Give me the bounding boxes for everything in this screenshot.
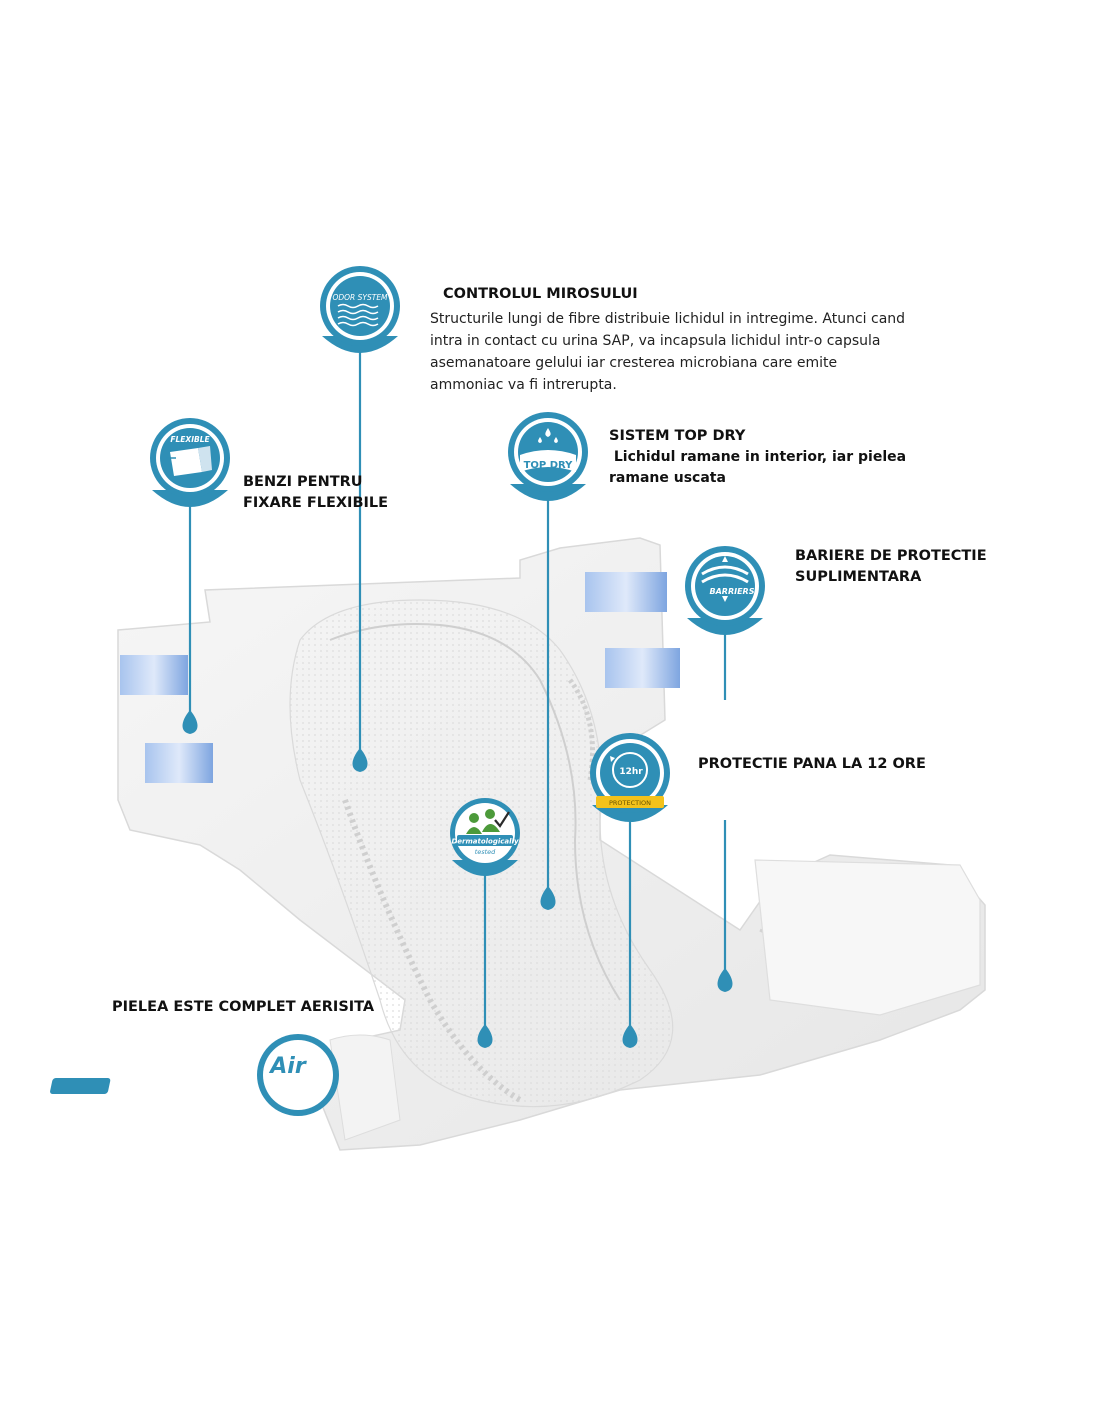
flexible-title-line: BENZI PENTRU xyxy=(243,474,363,490)
topdry-title: SISTEM TOP DRY xyxy=(609,428,746,444)
top-dry-icon: TOP DRY xyxy=(508,412,588,501)
odor-description: Structurile lungi de fibre distribuie li… xyxy=(430,308,905,396)
left-tab-stripe-lower xyxy=(145,743,213,783)
barriers-pin xyxy=(717,968,733,992)
derma-icon-text-2: tested xyxy=(475,848,496,856)
plus-icon-text: Plus xyxy=(296,1080,325,1094)
odor-icon-text: ODOR SYSTEM xyxy=(332,293,388,302)
clock-12h-icon: 12hr PROTECTION xyxy=(590,733,670,822)
dermatologically-tested-icon: Dermatologically tested xyxy=(450,798,520,876)
left-tab-stripe-upper xyxy=(120,655,188,695)
protection-pin xyxy=(622,1024,638,1048)
barriers-title-line: SUPLIMENTARA xyxy=(795,569,922,585)
flexible-title: BENZI PENTRU FIXARE FLEXIBILE xyxy=(243,472,388,514)
topdry-pin xyxy=(540,886,556,910)
right-tab-stripe-upper xyxy=(585,572,667,612)
flexible-pin xyxy=(182,710,198,734)
right-tab-stripe-lower xyxy=(605,648,680,688)
derma-pin xyxy=(477,1024,493,1048)
protection-title: PROTECTIE PANA LA 12 ORE xyxy=(698,756,926,772)
air-title: PIELEA ESTE COMPLET AERISITA xyxy=(112,999,375,1015)
barriers-title: BARIERE DE PROTECTIE SUPLIMENTARA xyxy=(795,546,987,588)
air-icon-text: Air xyxy=(268,1054,307,1079)
flexible-title-line: FIXARE FLEXIBILE xyxy=(243,495,389,511)
topdry-description: Lichidul ramane in interior, iar pielea … xyxy=(609,447,906,489)
odor-description-line: asemanatoare gelului iar cresterea micro… xyxy=(430,355,838,371)
barriers-icon-text: BARRIERS xyxy=(710,587,755,596)
odor-pin xyxy=(352,748,368,772)
diaper-body xyxy=(117,537,986,1151)
topdry-description-line: Lichidul ramane in interior, iar pielea xyxy=(609,449,907,465)
derma-icon-text-1: Dermatologically xyxy=(451,838,518,846)
odor-system-icon: ODOR SYSTEM xyxy=(320,266,400,353)
odor-description-line: ammoniac va fi intrerupta. xyxy=(430,377,617,393)
fastening-tabs xyxy=(120,572,680,783)
protection-badge-text: PROTECTION xyxy=(609,799,651,807)
air-plus-icon: Air Plus xyxy=(50,1034,339,1116)
odor-title: CONTROLUL MIROSULUI xyxy=(443,286,638,302)
clock-icon-text: 12hr xyxy=(619,767,643,777)
flexible-icon-text: FLEXIBLE xyxy=(170,435,210,444)
barriers-title-line: BARIERE DE PROTECTIE xyxy=(795,548,987,564)
topdry-icon-text: TOP DRY xyxy=(524,460,574,471)
callout-connectors xyxy=(182,342,733,1048)
odor-description-line: intra in contact cu urina SAP, va incaps… xyxy=(430,333,881,349)
odor-description-line: Structurile lungi de fibre distribuie li… xyxy=(430,311,906,327)
topdry-description-line: ramane uscata xyxy=(609,470,726,486)
barriers-icon: BARRIERS xyxy=(685,546,765,635)
flexible-tabs-icon: FLEXIBLE xyxy=(150,418,230,507)
